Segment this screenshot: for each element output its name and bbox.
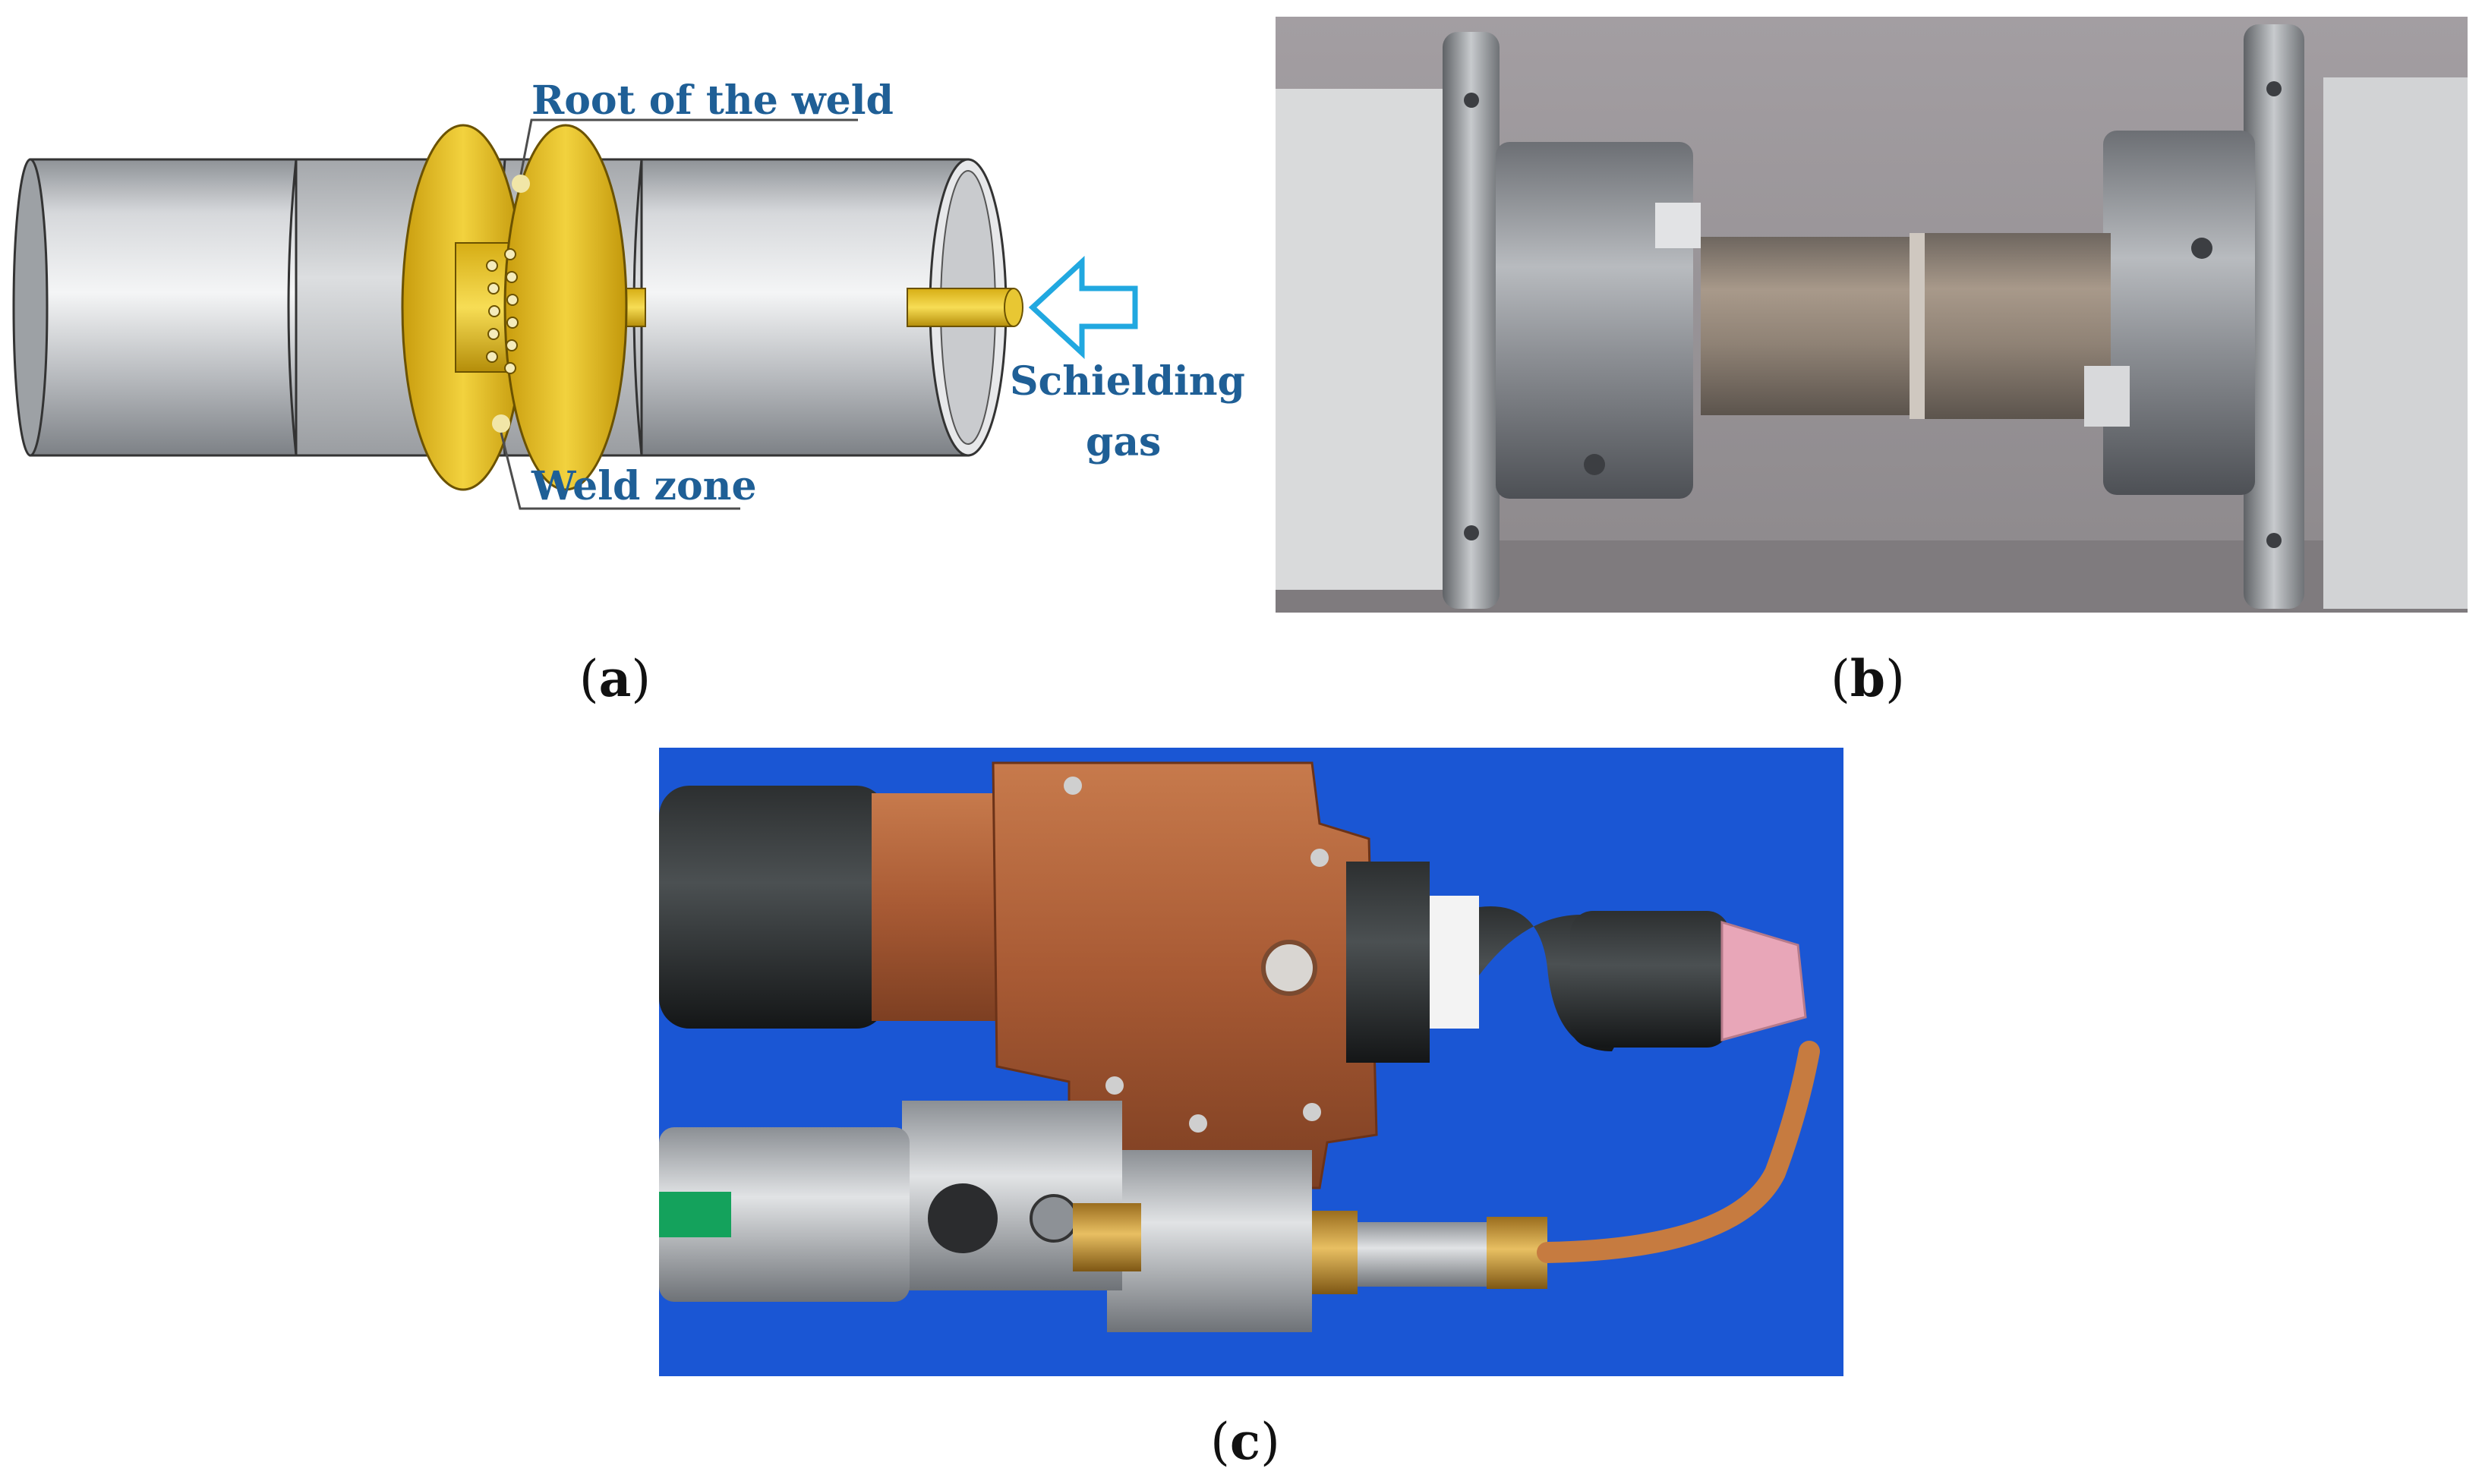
weld-zone-leader-line (500, 432, 740, 510)
caption-c: (c) (1177, 1412, 1314, 1471)
tube-right (1921, 233, 2111, 419)
pipe-left (12, 158, 320, 457)
caption-a-open: ( (579, 650, 599, 708)
gas-flow-arrow (1028, 256, 1138, 359)
feeder-motor (659, 1127, 910, 1302)
left-chuck (1496, 142, 1693, 499)
caption-a: (a) (547, 649, 683, 708)
caption-b: (b) (1799, 649, 1936, 708)
weld-joint (1910, 233, 1925, 419)
right-housing (2323, 77, 2468, 609)
caption-b-letter: b (1850, 649, 1886, 708)
torch-hose (659, 786, 887, 1029)
torch-body (1570, 911, 1730, 1048)
caption-c-close: ) (1260, 1413, 1280, 1471)
root-leader-line (519, 118, 858, 175)
caption-a-close: ) (631, 650, 651, 708)
left-jaw (1655, 203, 1701, 248)
bolts (1464, 81, 2282, 548)
weld-zone-label: Weld zone (531, 463, 757, 509)
gas-outlet-holes (486, 248, 519, 374)
shielding-gas-label-line2: gas (1086, 419, 1161, 465)
right-flange (2244, 24, 2304, 609)
root-of-weld-label: Root of the weld (531, 77, 894, 124)
plate-bolts (1064, 777, 1329, 1133)
connector-block (1346, 862, 1430, 1063)
panel-a-diagram: Root of the weld Weld zone Schielding ga… (12, 77, 1245, 510)
caption-b-close: ) (1885, 650, 1905, 708)
filler-wire-tube (1537, 1041, 1820, 1263)
copper-plate (992, 761, 1378, 1189)
right-jaw (2084, 366, 2130, 427)
caption-c-open: ( (1210, 1413, 1230, 1471)
brass-fitting (1073, 1203, 1141, 1271)
caption-a-letter: a (598, 649, 632, 708)
caption-b-open: ( (1831, 650, 1850, 708)
panel-b-photo (1276, 17, 2468, 613)
left-housing (1276, 89, 1450, 590)
tube-left (1701, 237, 1913, 415)
left-flange (1443, 32, 1500, 609)
weld-zone-marker (492, 414, 510, 433)
root-marker (512, 175, 530, 193)
shielding-gas-label-line1: Schielding (1010, 358, 1245, 405)
panel-c-photo (659, 748, 1843, 1376)
right-chuck (2103, 131, 2255, 495)
copper-housing (872, 793, 1001, 1021)
ceramic-nozzle (1720, 920, 1807, 1041)
purge-device (401, 124, 628, 491)
caption-c-letter: c (1229, 1412, 1261, 1471)
